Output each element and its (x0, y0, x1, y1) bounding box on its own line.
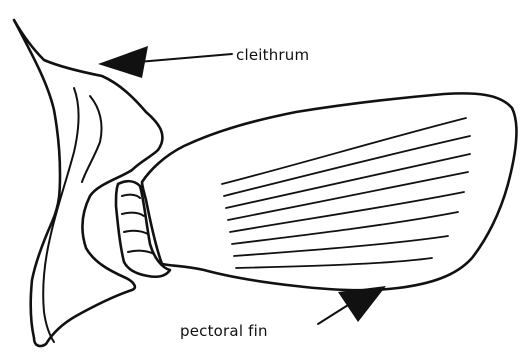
fin-ray (236, 258, 432, 268)
cleithrum-inner-ridge-2 (82, 96, 102, 182)
radial-bone-2 (122, 213, 144, 216)
pectoral-fin-label: pectoral fin (180, 322, 268, 340)
radial-bone-3 (124, 231, 148, 234)
cleithrum-arrow-head (98, 46, 148, 78)
pectoral-fin-outline (142, 93, 516, 290)
cleithrum-label: cleithrum (236, 46, 309, 64)
fin-ray (222, 118, 466, 184)
radial-bone-1 (122, 195, 140, 198)
radial-bone-4 (128, 251, 154, 254)
cleithrum-inner-ridge (43, 88, 78, 342)
cleithrum-arrow-line (138, 54, 232, 62)
fin-ray (226, 154, 470, 208)
fin-ray (224, 136, 470, 196)
pectoral-fin-arrow-head (338, 286, 386, 322)
